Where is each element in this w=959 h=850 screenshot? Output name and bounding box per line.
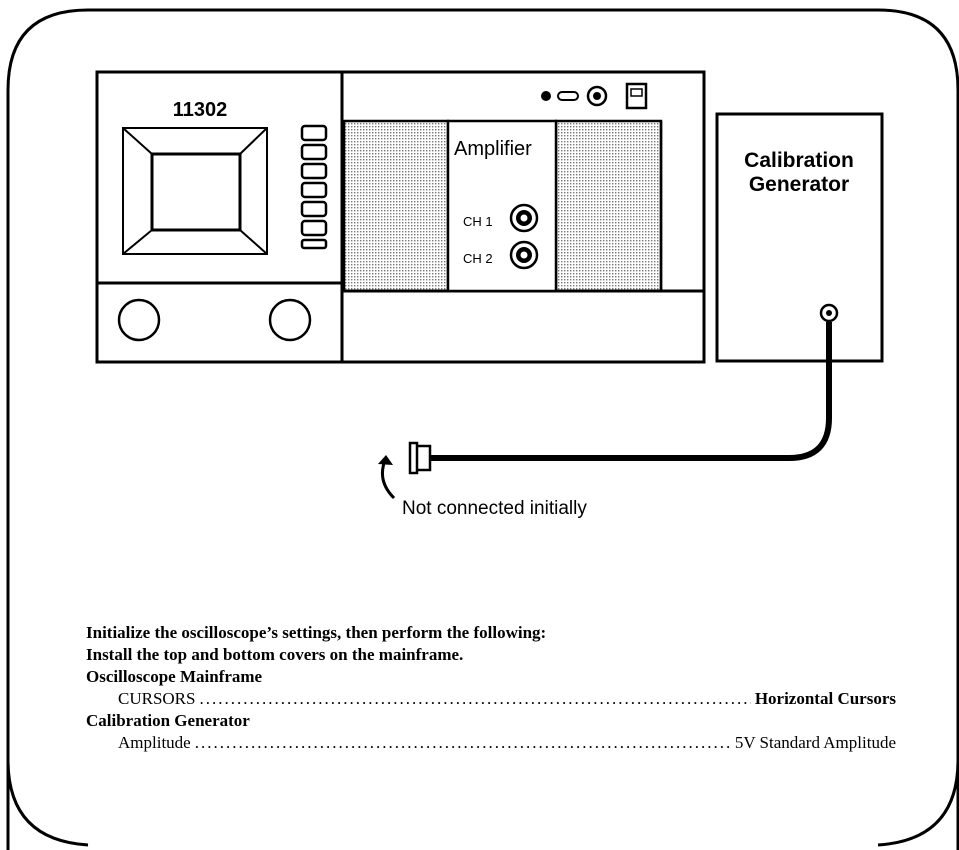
mainframe-setting-value: Horizontal Cursors — [754, 689, 896, 708]
oscilloscope-mainframe: 11302 — [95, 70, 706, 364]
generator-label-line2: Generator — [749, 173, 849, 196]
calibration-generator: Calibration Generator — [715, 112, 884, 363]
mainframe-setting-name: CURSORS — [118, 689, 196, 708]
right-plugin-slot — [554, 119, 663, 293]
power-switch-icon — [625, 82, 648, 110]
amplifier-plugin: Amplifier CH 1 CH 2 — [446, 119, 558, 293]
ch1-connector-icon — [509, 203, 539, 233]
generator-output-connector-icon — [819, 303, 839, 323]
menu-buttons — [300, 124, 328, 250]
generator-setting-name: Amplitude — [118, 733, 191, 752]
display-screen — [122, 127, 268, 255]
amplifier-label: Amplifier — [454, 138, 532, 160]
outer-frame — [6, 8, 959, 850]
ch2-connector-icon — [509, 240, 539, 270]
leader-dots: ........................................… — [194, 733, 731, 752]
ch1-label: CH 1 — [463, 214, 493, 229]
cable-note: Not connected initially — [402, 498, 587, 519]
mainframe-model-label: 11302 — [173, 99, 228, 121]
generator-heading: Calibration Generator — [86, 711, 250, 730]
indicator-dot-icon — [541, 91, 551, 101]
left-knob-icon — [117, 298, 161, 342]
generator-setting-value: 5V Standard Amplitude — [734, 733, 896, 752]
generator-setting-row: Amplitude ..............................… — [86, 732, 896, 754]
right-knob-icon — [268, 298, 312, 342]
leader-dots: ........................................… — [199, 689, 751, 708]
slot-icon — [557, 91, 579, 101]
cable-end-connector-icon — [408, 441, 432, 475]
mainframe-heading: Oscilloscope Mainframe — [86, 667, 263, 686]
signal-cable: Not connected initially — [378, 322, 832, 519]
left-plugin-slot — [342, 119, 450, 293]
generator-label-line1: Calibration — [744, 149, 854, 172]
instructions-covers: Install the top and bottom covers on the… — [86, 645, 464, 664]
setup-instructions: Initialize the oscilloscope’s settings, … — [86, 622, 896, 754]
ch2-label: CH 2 — [463, 251, 493, 266]
instructions-intro: Initialize the oscilloscope’s settings, … — [86, 623, 547, 642]
mainframe-setting-row: CURSORS ................................… — [86, 688, 896, 710]
